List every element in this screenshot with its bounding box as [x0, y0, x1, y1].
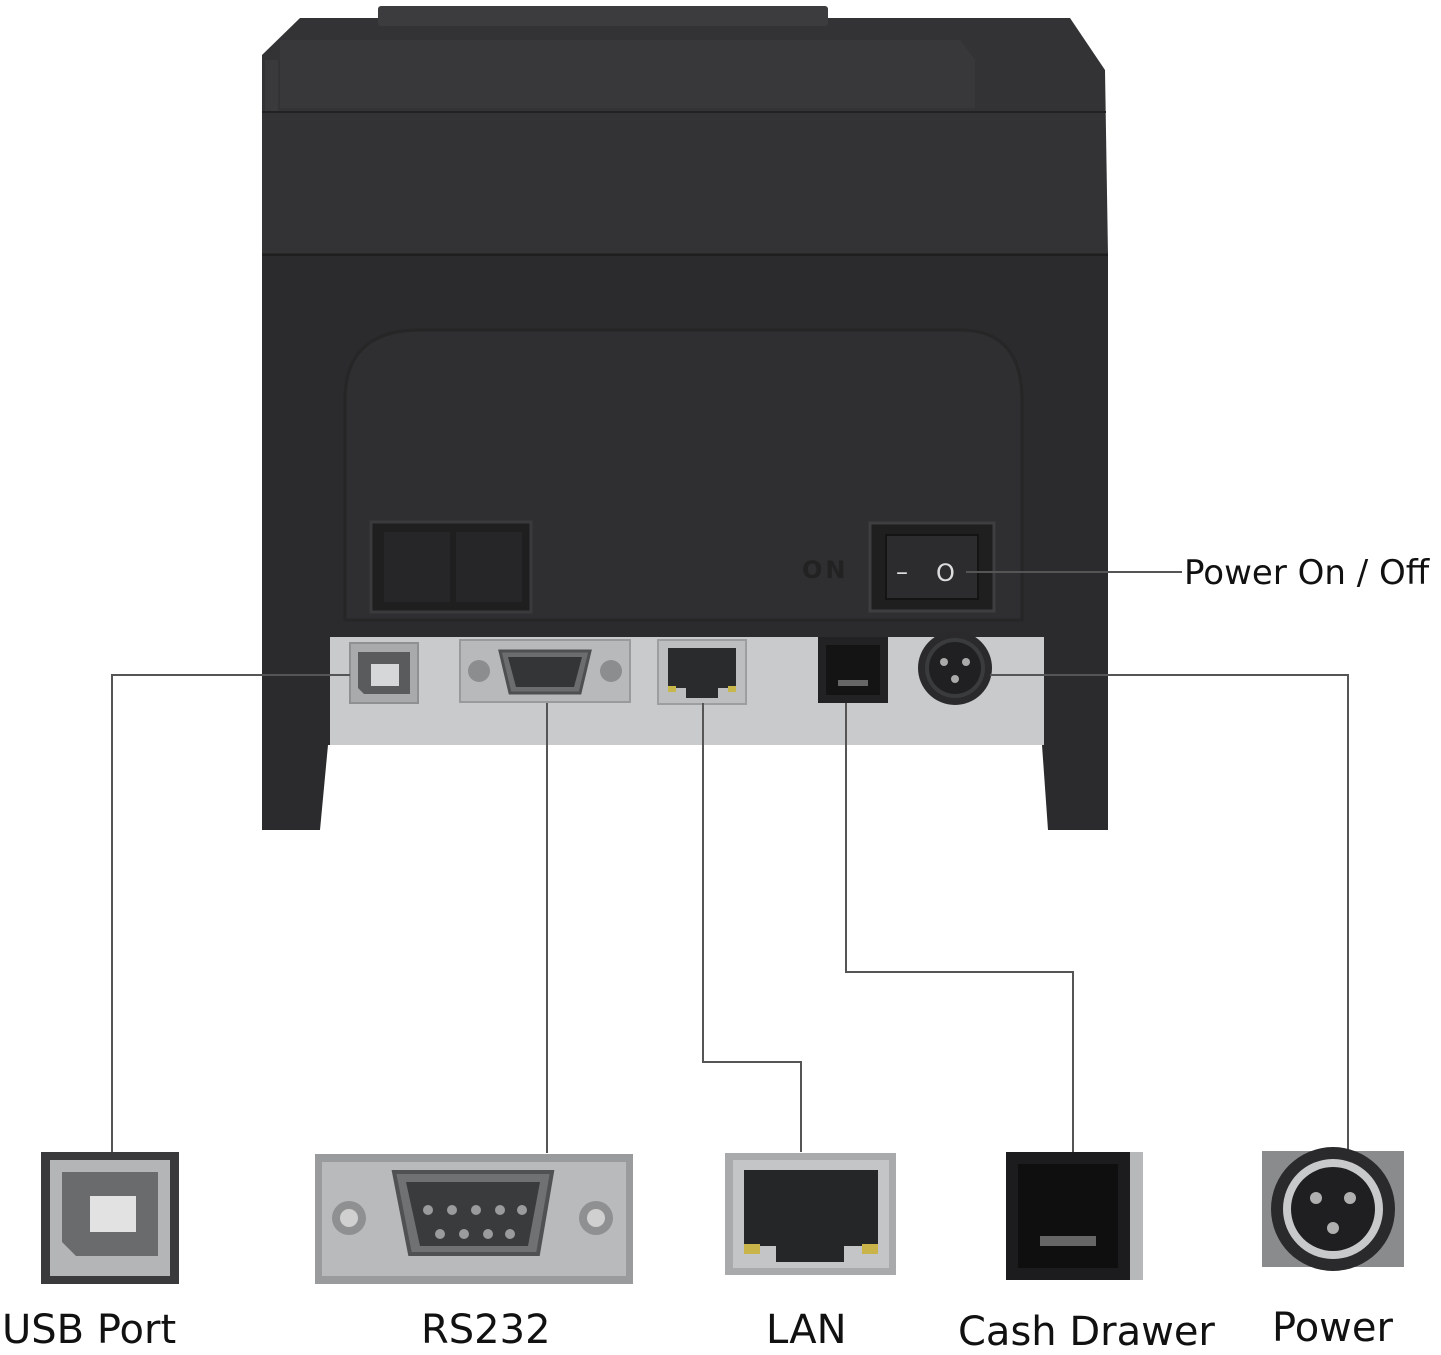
cash-drawer-label: Cash Drawer [958, 1309, 1215, 1355]
usb-b-port[interactable] [349, 642, 419, 704]
lan-label: LAN [766, 1307, 847, 1353]
paper-slot [378, 6, 828, 26]
power-label: Power [1272, 1305, 1393, 1351]
rj45-ethernet-port[interactable] [657, 639, 747, 705]
switch-off-symbol: – [896, 558, 908, 586]
usb-port-label: USB Port [2, 1307, 177, 1353]
on-mark: ON [802, 556, 849, 584]
switch-on-symbol: O [936, 559, 955, 587]
leader-power [990, 674, 1349, 1152]
cash-drawer-closeup [1006, 1152, 1143, 1280]
rj11-cash-drawer-port[interactable] [818, 637, 888, 703]
leader-lan [702, 703, 802, 1152]
leader-cash [845, 703, 1074, 1152]
leader-usb [111, 674, 350, 1152]
power-closeup [1262, 1147, 1404, 1271]
db9-serial-port[interactable] [459, 639, 631, 703]
power-switch-callout: Power On / Off [1184, 553, 1430, 593]
top-lid-ridge [265, 60, 278, 112]
rs232-label: RS232 [421, 1307, 551, 1353]
printer: ON – O [262, 6, 1108, 830]
lan-closeup [725, 1153, 896, 1275]
din-power-port[interactable] [918, 631, 992, 705]
leader-lines [111, 571, 1349, 1153]
vent-grille [369, 520, 533, 614]
rs232-closeup [315, 1154, 633, 1284]
power-switch[interactable]: – O [868, 521, 996, 613]
usb-closeup [41, 1152, 179, 1284]
